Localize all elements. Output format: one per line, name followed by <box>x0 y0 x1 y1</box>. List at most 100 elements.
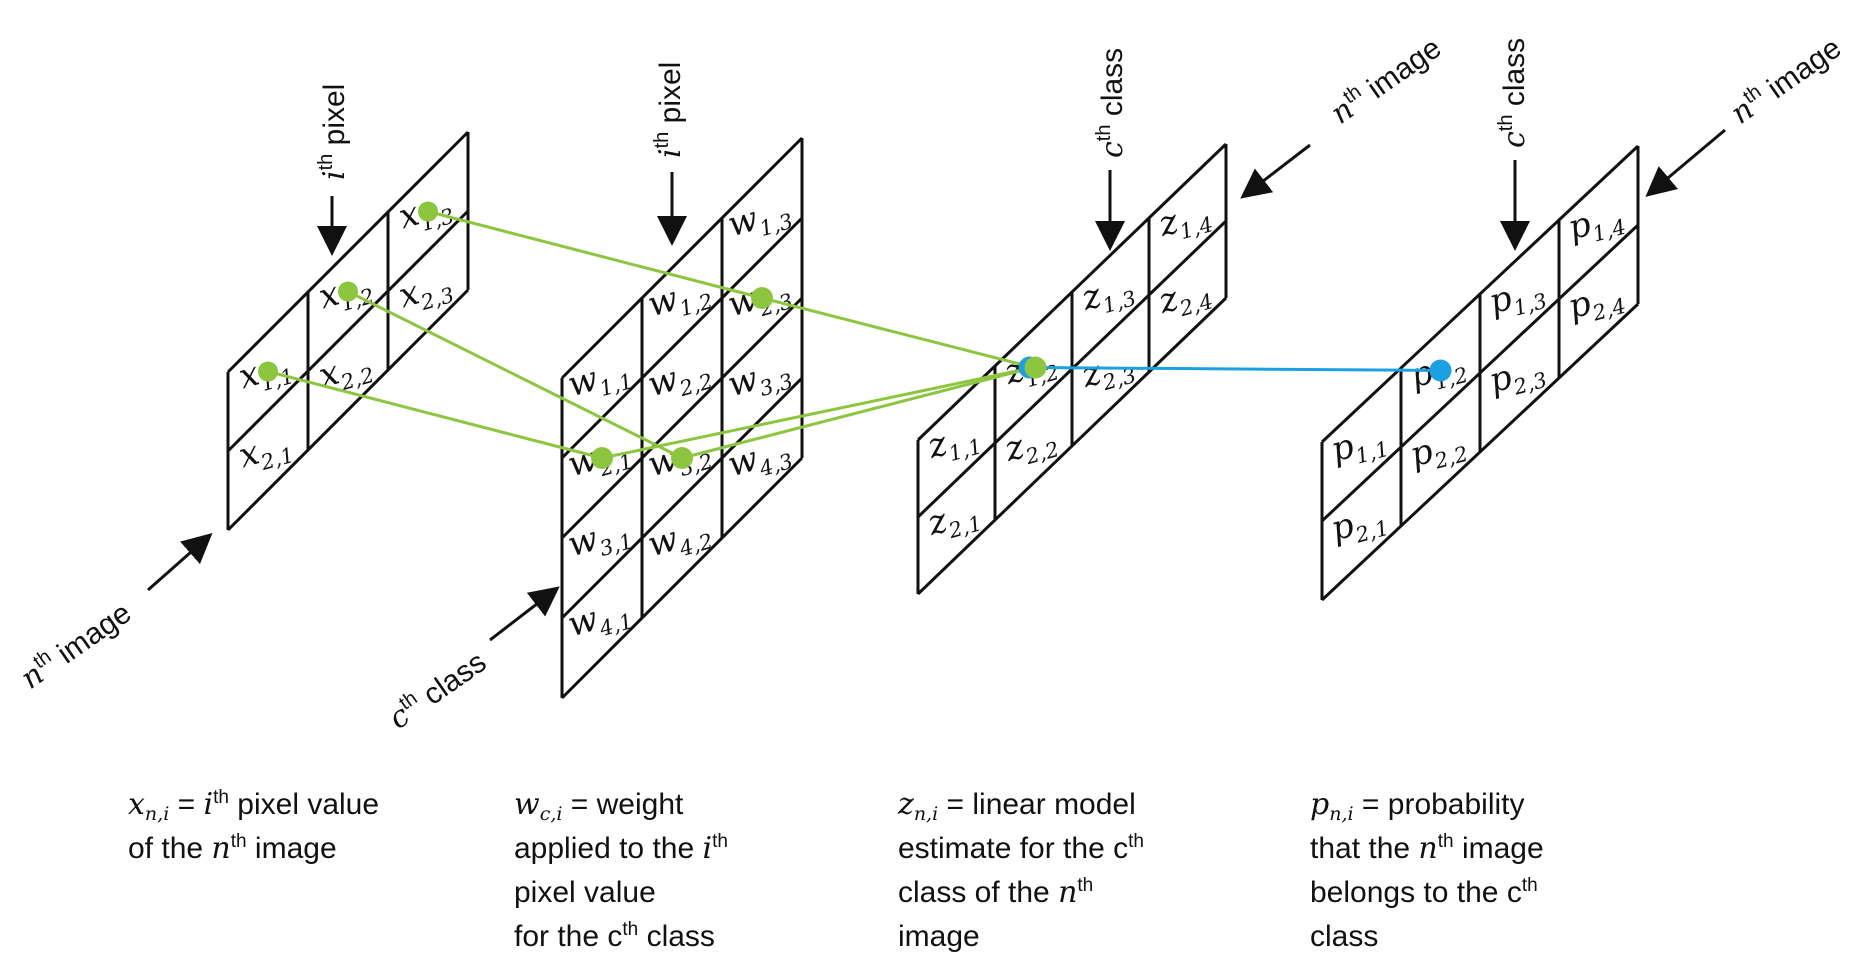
p-columns-label: cth class <box>1495 38 1532 251</box>
caption-w-line1: wc,i = weight <box>514 783 728 827</box>
grid-w-cell-label: w1,2 <box>644 270 716 329</box>
caption-x-line1: xn,i = ith pixel value <box>128 783 379 827</box>
grid-x-row-line <box>226 288 470 532</box>
caption-x-sup1: th <box>213 787 229 808</box>
p-rows-label-arrow <box>1645 128 1726 197</box>
caption-x-var2: n <box>211 831 231 866</box>
input-node <box>338 281 358 302</box>
grids-layer: x1,1x1,2x1,3x2,1x2,2x2,3w1,1w1,2w1,3w2,1… <box>226 130 1640 700</box>
caption-z-line1: zn,i = linear model <box>898 783 1144 827</box>
grid-p: p1,1p1,2p1,3p1,4p2,1p2,2p2,3p2,4 <box>1320 144 1640 602</box>
weight-linear-link <box>761 296 1034 369</box>
caption-x-sub: n,i <box>144 803 170 825</box>
caption-p-line1: pn,i = probability <box>1310 783 1544 827</box>
caption-w: wc,i = weight applied to the ith pixel v… <box>514 783 728 959</box>
svg-text:w3,1: w3,1 <box>564 510 636 569</box>
grid-w-cell-label: w4,1 <box>564 590 636 649</box>
caption-z-pre3: class of the <box>898 876 1059 909</box>
caption-p: pn,i = probability that the nth image be… <box>1310 783 1544 959</box>
grid-p-cell-label: p2,2 <box>1406 431 1471 475</box>
grid-w-row-line <box>560 296 804 540</box>
input-node <box>418 201 438 222</box>
caption-w-pre4: for the c <box>514 920 623 953</box>
z-rows-label-arrow <box>1240 143 1311 199</box>
x-rows-label-arrow <box>147 533 213 592</box>
w-rows-label: cth class <box>381 586 560 737</box>
w-rows-label-arrow <box>489 586 560 642</box>
caption-z-line4: image <box>898 920 980 953</box>
caption-w-line2: applied to the ith <box>514 827 728 871</box>
z-columns-label: cth class <box>1093 48 1130 251</box>
caption-x-var: x <box>128 787 145 822</box>
caption-x-rest1: pixel value <box>228 788 380 821</box>
svg-text:nth image: nth image <box>1323 29 1447 132</box>
caption-z-pre2: estimate for the c <box>898 832 1129 865</box>
grid-w-cell-label: w1,3 <box>724 199 796 245</box>
svg-text:cth class: cth class <box>381 643 492 737</box>
p-rows-label: nth image <box>1645 29 1847 197</box>
caption-x-eq: = <box>169 788 204 821</box>
svg-text:w3,3: w3,3 <box>724 350 796 409</box>
grid-w-cell-label: w3,3 <box>724 350 796 409</box>
caption-z-rest1: = linear model <box>938 788 1136 821</box>
svg-text:nth image: nth image <box>1723 29 1847 132</box>
grid-w-cell-label: w1,1 <box>564 359 636 405</box>
grid-w-row-line <box>560 456 804 700</box>
caption-z-var3: n <box>1058 875 1078 910</box>
caption-p-var2: n <box>1418 831 1438 866</box>
weight-node <box>751 287 773 309</box>
caption-w-rest1: = weight <box>562 788 684 821</box>
caption-w-rest4: class <box>638 920 715 953</box>
caption-z-var: z <box>898 787 914 822</box>
svg-text:w4,2: w4,2 <box>644 510 716 569</box>
input-weight-link <box>427 210 763 300</box>
caption-x-pre2: of the <box>128 832 212 865</box>
weight-node <box>671 447 693 469</box>
caption-p-line4: class <box>1310 920 1379 953</box>
caption-w-pre2: applied to the <box>514 832 703 865</box>
caption-p-sub: n,i <box>1329 803 1354 825</box>
caption-p-rest2: image <box>1453 832 1544 865</box>
caption-z-line3: class of the nth <box>898 871 1144 915</box>
grid-w-cell-label: w3,1 <box>564 510 636 569</box>
input-node <box>258 361 278 382</box>
caption-w-var2: i <box>702 831 713 866</box>
weight-linear-link <box>601 366 1034 460</box>
z-rows-label: nth image <box>1240 29 1447 199</box>
caption-z-line2: estimate for the cth <box>898 827 1144 871</box>
input-weight-link <box>347 290 683 460</box>
caption-w-var: w <box>514 787 540 822</box>
svg-text:w1,2: w1,2 <box>644 270 716 329</box>
x-columns-label: ith pixel <box>315 84 352 256</box>
grid-w-row-line <box>560 376 804 620</box>
w-columns-label: ith pixel <box>651 62 688 246</box>
caption-p-rest1: = probability <box>1353 788 1525 821</box>
caption-w-sup4: th <box>622 919 639 940</box>
svg-text:w4,1: w4,1 <box>564 590 636 649</box>
svg-text:cth class: cth class <box>1093 48 1130 158</box>
caption-p-pre3: belongs to the c <box>1310 876 1522 909</box>
svg-text:ith pixel: ith pixel <box>315 84 352 180</box>
caption-x-rest2: image <box>246 832 337 865</box>
caption-z-sup3: th <box>1077 875 1094 896</box>
caption-w-line4: for the cth class <box>514 915 728 959</box>
caption-x-sup2: th <box>230 831 247 852</box>
weight-node <box>591 447 613 469</box>
weight-linear-link <box>681 366 1034 460</box>
grid-x-row-line <box>226 130 470 374</box>
caption-p-line3: belongs to the cth <box>1310 871 1544 915</box>
caption-z-sub: n,i <box>913 803 939 825</box>
caption-p-var: p <box>1310 787 1330 822</box>
svg-text:w2,2: w2,2 <box>644 350 716 409</box>
caption-z-sup2: th <box>1128 831 1144 852</box>
caption-p-sup3: th <box>1521 875 1538 896</box>
grid-w-cell-label: w2,2 <box>644 350 716 409</box>
caption-p-line2: that the nth image <box>1310 827 1544 871</box>
svg-text:ith pixel: ith pixel <box>651 62 688 158</box>
caption-w-sub: c,i <box>539 803 563 825</box>
x-rows-label: nth image <box>15 533 213 697</box>
grid-w-row-line <box>560 136 804 380</box>
probability-node <box>1429 359 1452 382</box>
linear-node <box>1024 356 1047 379</box>
